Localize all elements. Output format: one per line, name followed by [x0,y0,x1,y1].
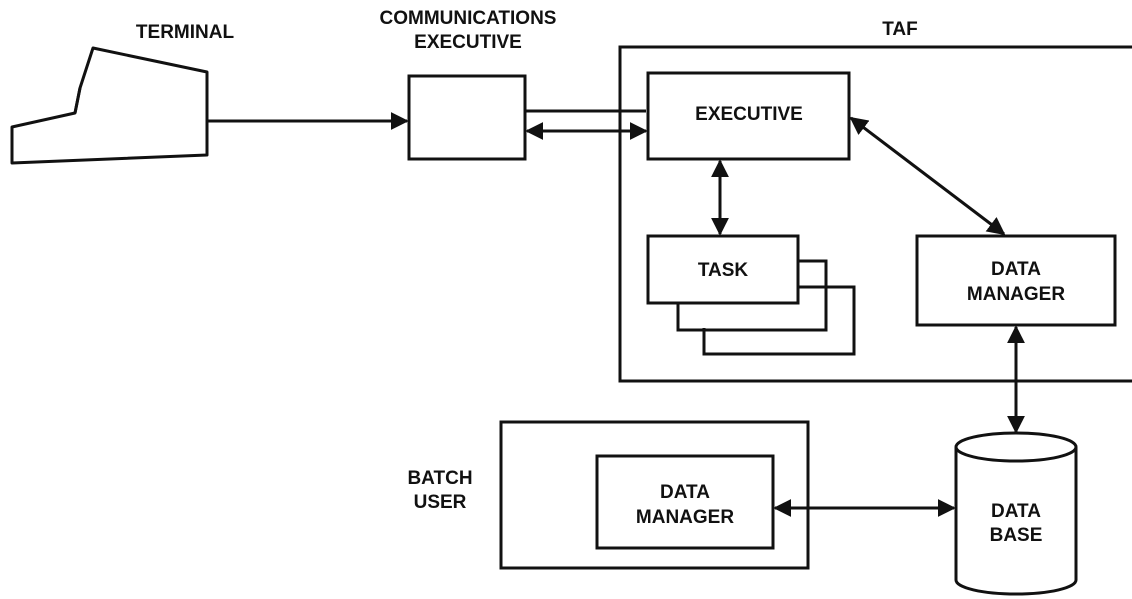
batch-user-box [499,420,810,570]
executive-label: EXECUTIVE [695,104,803,125]
batch-data-manager-label-line1: DATA [660,482,710,503]
taf-data-manager-label-line2: MANAGER [967,284,1065,305]
terminal-icon [10,46,209,165]
executive-box [646,71,851,161]
terminal-label: TERMINAL [136,22,235,43]
task-box [646,234,800,305]
task-stack [646,234,856,356]
database-label-line1: DATA [991,501,1041,522]
database-cylinder-icon [954,431,1078,596]
executive-data-manager-arrow [849,116,1006,236]
taf-data-manager-box [915,234,1117,327]
task-label: TASK [698,260,749,281]
batch-user-label-line1: BATCH [407,468,472,489]
batch-data-manager-label-line2: MANAGER [636,507,734,528]
taf-data-manager-label-line1: DATA [991,259,1041,280]
batch-data-manager-box [595,454,775,550]
taf-label: TAF [882,19,918,40]
taf-container [618,45,1132,383]
communications-executive-box [407,74,527,161]
communications-executive-label-line1: COMMUNICATIONS [380,8,557,29]
database-label-line2: BASE [990,525,1043,546]
communications-executive-label-line2: EXECUTIVE [414,32,522,53]
batch-user-label-line2: USER [414,492,467,513]
